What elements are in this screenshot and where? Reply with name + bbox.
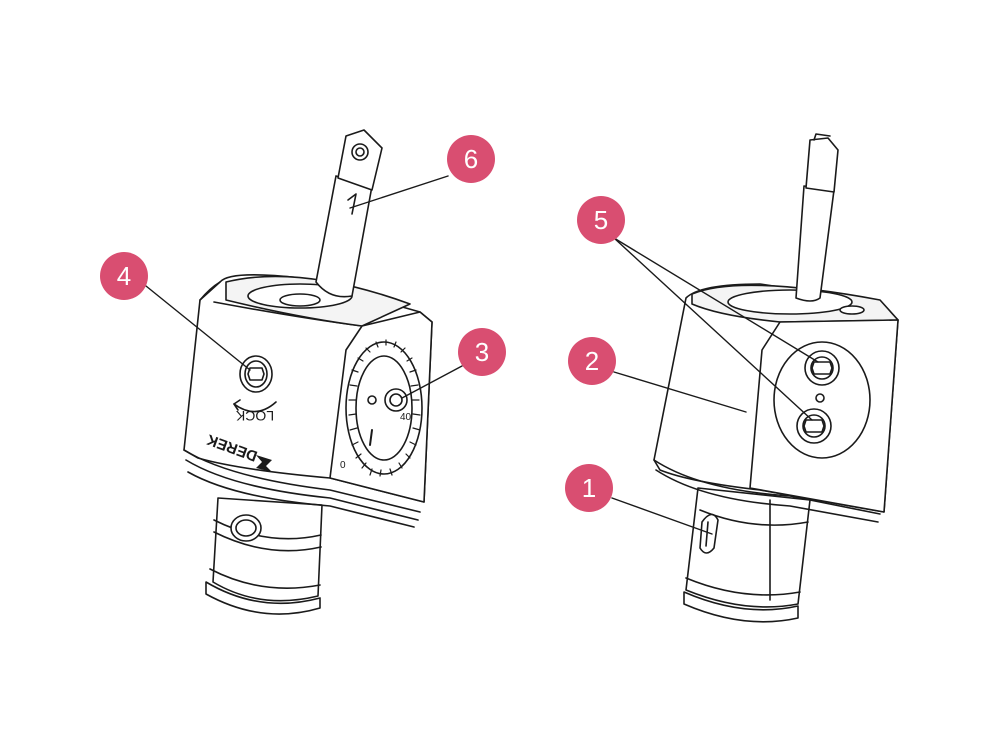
lock-label: LOCK [235,408,274,424]
callout-4-bubble [100,252,148,300]
callout-3-bubble [458,328,506,376]
lock-screw: LOCK [233,355,277,424]
callout-6-label: 6 [464,144,478,174]
shank-left [205,497,323,615]
callout-3-label: 3 [475,337,489,367]
callout-6-bubble [447,135,495,183]
dial-left: 0 40 [340,339,423,477]
body-right [653,283,899,523]
callout-2-label: 2 [585,346,599,376]
boring-head-side [653,133,899,623]
leader-line-6 [349,175,449,209]
leader-lines [145,175,819,535]
shank-right [683,487,811,623]
leader-line-5a [613,237,819,363]
callout-5-label: 5 [594,205,608,235]
callout-3: 3 [458,328,506,376]
callout-5: 5 [577,196,625,244]
derek-logo-icon [256,455,272,472]
boring-bar-left [315,129,383,298]
callout-4-label: 4 [117,261,131,291]
callout-1: 1 [565,464,613,512]
callout-2: 2 [568,337,616,385]
boring-bar-right [795,133,839,302]
leader-line-3 [401,365,463,399]
boring-head-front: 0 40 LOCK DEREK [183,129,433,615]
callout-4: 4 [100,252,148,300]
leader-line-5b [613,237,813,421]
dial-label-zero: 0 [340,460,346,471]
leader-line-4 [145,285,251,371]
screws-right [796,350,840,444]
leader-line-2 [613,371,747,413]
leader-line-1 [611,497,713,535]
callout-2-bubble [568,337,616,385]
callout-5-bubble [577,196,625,244]
dial-label-forty: 40 [400,412,412,423]
callout-markers: 1 2 3 4 5 6 [100,135,625,512]
callout-1-label: 1 [582,473,596,503]
callout-6: 6 [447,135,495,183]
callout-1-bubble [565,464,613,512]
